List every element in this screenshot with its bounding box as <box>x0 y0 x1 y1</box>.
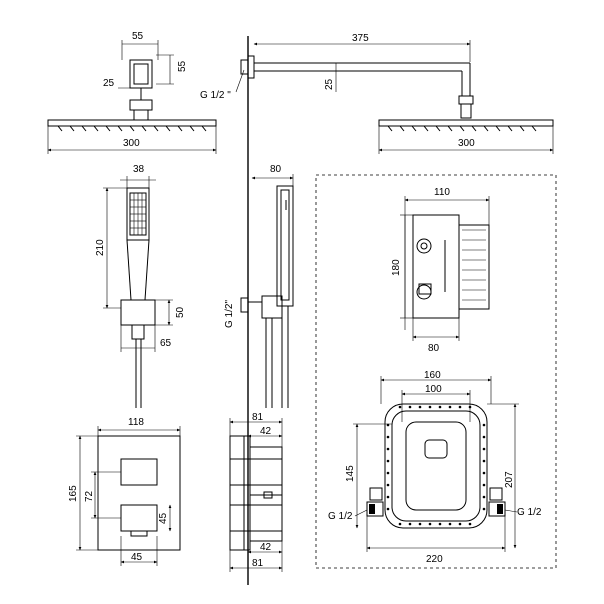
dim-side-bottom-inner: 42 <box>260 542 272 553</box>
label-arm-thread: G 1/2 " <box>200 90 231 101</box>
nozzle-row <box>57 125 207 132</box>
box-ribs <box>462 229 486 301</box>
dim-box-outer-width: 160 <box>424 370 441 381</box>
dim-knob-width: 45 <box>131 552 143 563</box>
label-box-thread-left: G 1/2 <box>328 511 353 522</box>
dim-hand-length: 210 <box>95 239 106 256</box>
dim-side-bottom-depth: 81 <box>252 558 264 569</box>
dim-arm-drop: 25 <box>324 78 335 90</box>
dim-side-top-depth: 81 <box>252 412 264 423</box>
dim-arm-length: 375 <box>352 33 369 44</box>
wall-outlet-side: 80 G 1/2" <box>224 164 294 408</box>
dim-box-height-inner: 145 <box>345 465 356 482</box>
dim-box-width: 110 <box>434 187 450 198</box>
dim-head-width: 300 <box>123 138 140 149</box>
dim-head-top-height: 55 <box>177 60 188 72</box>
arm-nozzle-row <box>387 125 537 132</box>
mixer-front-view: 118 165 72 45 45 <box>68 417 181 566</box>
dim-box-height-outer: 207 <box>504 471 515 488</box>
shower-head-front-view: 55 55 25 300 <box>47 31 217 154</box>
dim-outlet-depth: 80 <box>270 164 282 175</box>
box-assembly-frame <box>315 174 557 569</box>
label-box-thread-right: G 1/2 <box>517 507 542 518</box>
dim-plate-height: 165 <box>68 485 79 502</box>
box-side-view: 110 180 80 <box>391 187 490 354</box>
dim-head-neck: 25 <box>103 78 115 89</box>
dim-holder-depth: 65 <box>160 338 172 349</box>
dim-holder-height: 50 <box>175 306 186 318</box>
box-front-view: 160 100 145 207 G 1/2 G 1/2 220 <box>328 370 542 565</box>
hand-shower: 38 210 50 65 <box>95 164 186 408</box>
dim-plate-width: 118 <box>128 417 144 428</box>
dim-head-top-width: 55 <box>132 31 144 42</box>
box-hole-pattern <box>386 405 486 526</box>
dim-knob-spacing: 72 <box>84 490 95 502</box>
dim-box-height: 180 <box>391 259 402 276</box>
label-outlet-thread: G 1/2" <box>224 300 235 328</box>
mixer-side-view: 81 42 42 81 <box>229 412 283 572</box>
shower-arm-side-view: 375 25 G 1/2 " 300 <box>200 33 554 154</box>
dim-hand-width: 38 <box>133 164 145 175</box>
dim-box-inner-width: 100 <box>425 384 442 395</box>
dim-knob-height: 45 <box>158 512 169 524</box>
spray-grid <box>130 193 146 235</box>
dim-box-total-width: 220 <box>426 554 443 565</box>
dim-box-depth: 80 <box>428 343 440 354</box>
dim-side-top-inner: 42 <box>260 426 272 437</box>
dim-arm-head-width: 300 <box>458 138 475 149</box>
